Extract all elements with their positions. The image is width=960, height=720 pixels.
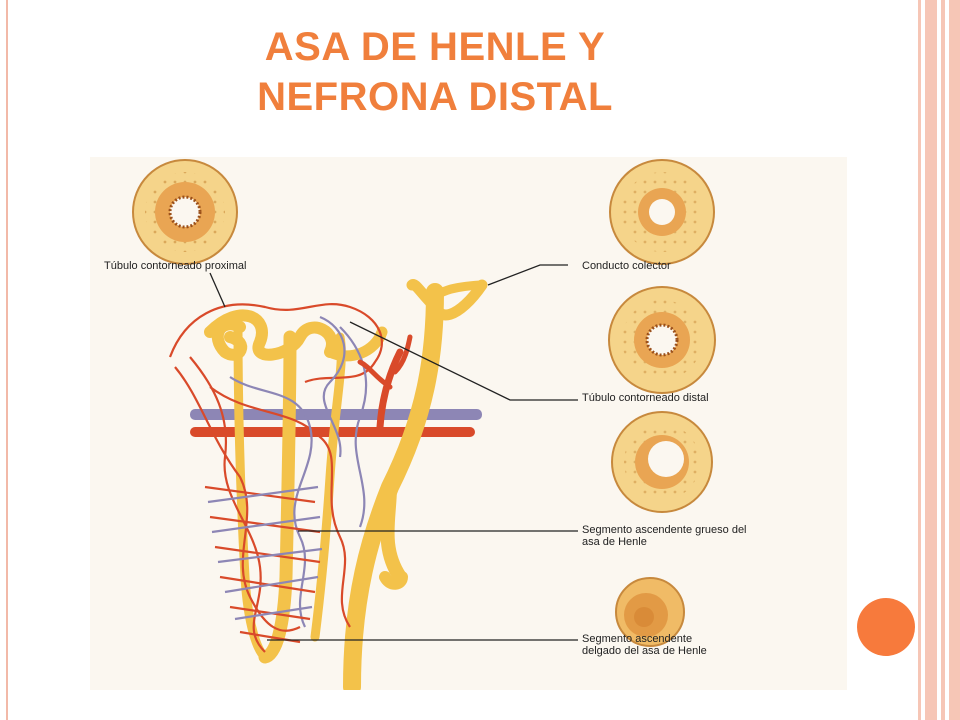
title-line-1: ASA DE HENLE Y	[264, 25, 606, 69]
label-thin-limb-2: delgado del asa de Henle	[582, 645, 707, 657]
right-stripe-3	[941, 0, 945, 720]
nephron-figure: Túbulo contorneado proximal Conducto col…	[90, 157, 847, 690]
cross-section-thin-limb	[615, 577, 685, 647]
cross-section-thick-limb	[611, 411, 713, 513]
label-thick-limb-1: Segmento ascendente grueso del	[582, 524, 747, 536]
accent-circle	[857, 598, 915, 656]
slide-title: ASA DE HENLE Y NEFRONA DISTAL	[0, 22, 870, 122]
label-thick-limb-2: asa de Henle	[582, 536, 647, 548]
arteriole-tree	[357, 334, 413, 431]
collecting-duct	[343, 278, 488, 690]
cross-section-distal	[608, 286, 716, 394]
right-stripe-4	[949, 0, 960, 720]
nephron-illustration	[132, 159, 716, 690]
capillary-network	[168, 303, 383, 653]
right-stripe-2	[925, 0, 937, 720]
leader-lines	[209, 264, 578, 641]
title-line-2: NEFRONA DISTAL	[257, 75, 613, 119]
label-collecting-duct: Conducto colector	[582, 260, 671, 272]
label-distal-tubule: Túbulo contorneado distal	[582, 392, 709, 404]
right-stripe-1	[918, 0, 921, 720]
label-proximal-tubule: Túbulo contorneado proximal	[104, 260, 247, 272]
frame-line-left	[6, 0, 8, 720]
cross-section-collector	[609, 159, 715, 265]
label-thin-limb-1: Segmento ascendente	[582, 633, 693, 645]
cross-section-proximal	[132, 159, 238, 265]
